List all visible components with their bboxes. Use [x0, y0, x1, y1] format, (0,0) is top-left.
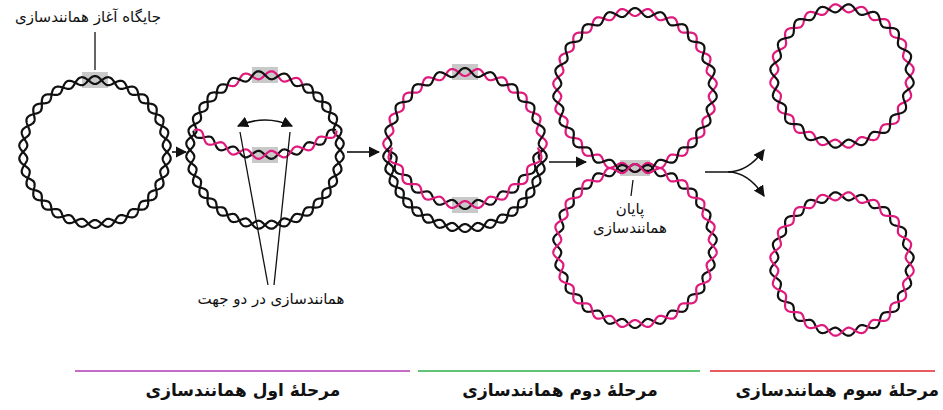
bidirectional-arrow — [238, 120, 292, 126]
label-text: جایگاه آغاز همانندسازی — [15, 8, 161, 26]
step-arrow — [172, 151, 186, 153]
stage-label: مرحلهٔ سوم همانندسازی — [736, 380, 939, 401]
stage-rule — [418, 370, 700, 372]
step-arrow — [549, 161, 586, 163]
step-arrow — [347, 151, 379, 153]
dna-strand — [383, 69, 546, 150]
dna-strand — [186, 84, 343, 228]
terminus-label: پایان همانندسازی — [580, 200, 680, 238]
dna-strand — [228, 71, 303, 86]
dna-helices — [19, 4, 913, 335]
origin-label: جایگاه آغاز همانندسازی — [15, 8, 161, 27]
label-text: پایان همانندسازی — [593, 200, 667, 237]
leader-line — [631, 180, 633, 196]
dna-strand — [770, 192, 913, 335]
dna-strand — [770, 192, 913, 335]
dna-strand — [186, 84, 343, 228]
dna-strand — [389, 148, 542, 208]
dna-strand — [770, 4, 913, 147]
label-text: مرحلهٔ سوم همانندسازی — [736, 380, 939, 400]
direction-label: همانندسازی در دو جهت — [198, 290, 345, 309]
origin-box — [452, 64, 478, 80]
stage-rule — [710, 370, 935, 372]
stage-label: مرحلهٔ اول همانندسازی — [146, 380, 341, 401]
dna-strand — [195, 130, 337, 159]
dna-strand — [19, 77, 170, 228]
split-arrow — [705, 150, 764, 172]
leader-line — [240, 132, 268, 285]
label-text: مرحلهٔ دوم همانندسازی — [462, 380, 657, 400]
origin-box — [82, 72, 108, 88]
dna-strand — [553, 8, 716, 171]
dna-strand — [385, 150, 544, 232]
leader-line — [274, 132, 290, 285]
dna-strand — [770, 4, 913, 147]
stage-label: مرحلهٔ دوم همانندسازی — [462, 380, 657, 401]
dna-strand — [385, 68, 544, 150]
dna-strand — [553, 164, 716, 327]
dna-strand — [383, 150, 546, 231]
dna-strand — [228, 71, 303, 86]
leader-line — [94, 32, 95, 70]
stage-rule — [75, 370, 410, 372]
split-arrow — [728, 172, 764, 196]
origin-box — [452, 197, 478, 213]
label-text: مرحلهٔ اول همانندسازی — [146, 380, 341, 400]
label-text: همانندسازی در دو جهت — [198, 290, 345, 308]
